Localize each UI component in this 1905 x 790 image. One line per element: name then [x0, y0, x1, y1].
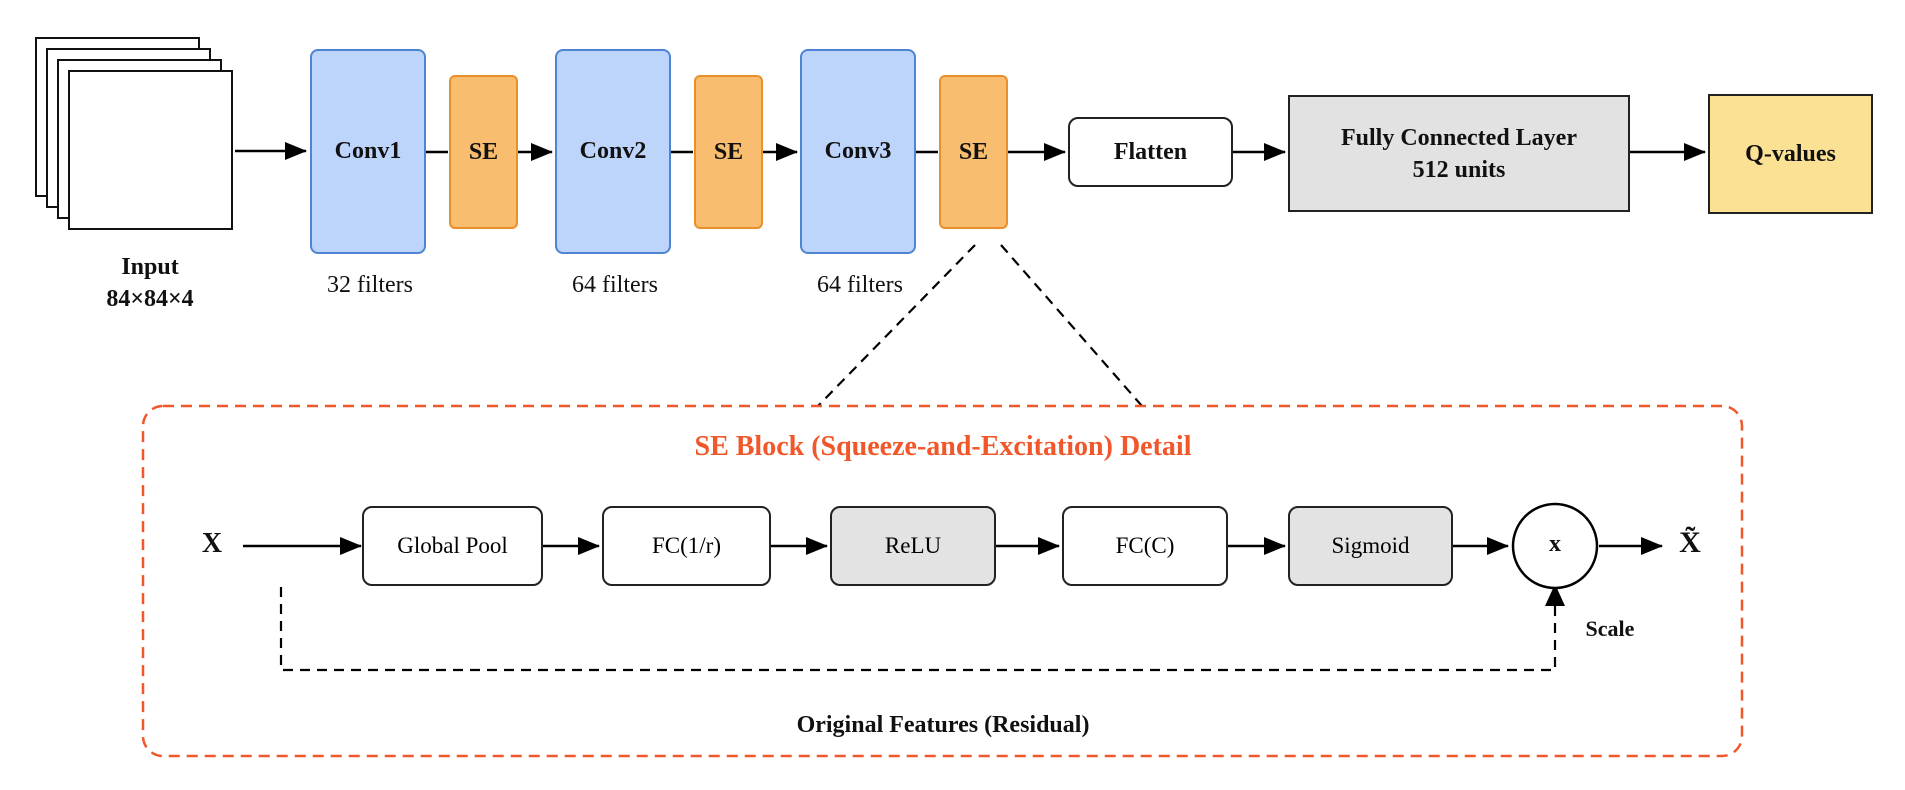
zoom-line-right: [1000, 244, 1143, 407]
se-block-3: SE: [939, 75, 1008, 229]
global-pool-block: Global Pool: [362, 506, 543, 586]
se-output-x: X̃: [1679, 526, 1701, 559]
residual-label: Original Features (Residual): [796, 712, 1090, 738]
relu-block: ReLU: [830, 506, 996, 586]
input-shape: 84×84×4: [106, 286, 194, 312]
input-label: Input: [121, 254, 179, 280]
se-detail-title: SE Block (Squeeze-and-Excitation) Detail: [694, 431, 1192, 462]
conv1-block: Conv1: [310, 49, 426, 254]
conv3-filters: 64 filters: [817, 272, 903, 298]
conv2-block: Conv2: [555, 49, 671, 254]
flatten-block: Flatten: [1068, 117, 1233, 187]
fc-title: Fully Connected Layer: [1341, 124, 1577, 151]
se-detail-border: [141, 404, 1744, 758]
conv2-filters: 64 filters: [572, 272, 658, 298]
fc-reduce-block: FC(1/r): [602, 506, 771, 586]
qvalues-block: Q-values: [1708, 94, 1873, 214]
sigmoid-block: Sigmoid: [1288, 506, 1453, 586]
conv1-filters: 32 filters: [327, 272, 413, 298]
input-frame-front: [68, 70, 233, 230]
fc-units: 512 units: [1412, 156, 1506, 183]
se-block-2: SE: [694, 75, 763, 229]
multiply-node: x: [1549, 531, 1561, 557]
fc-c-block: FC(C): [1062, 506, 1228, 586]
multiply-node-circle: [1511, 502, 1599, 590]
residual-path: [279, 587, 1557, 672]
scale-label: Scale: [1585, 616, 1635, 641]
zoom-line-left: [817, 244, 976, 407]
fully-connected-block: Fully Connected Layer 512 units: [1288, 95, 1630, 212]
se-input-x: X: [201, 528, 223, 559]
residual-arrowhead: [1545, 584, 1565, 606]
conv3-block: Conv3: [800, 49, 916, 254]
se-block-1: SE: [449, 75, 518, 229]
